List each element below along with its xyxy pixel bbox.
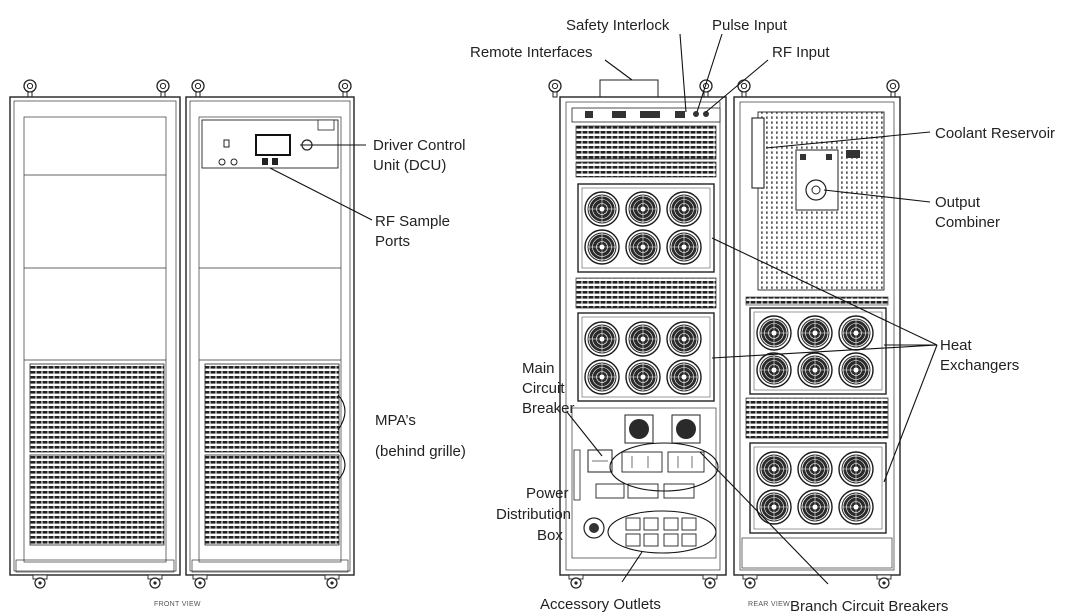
label-driver-control-2: Unit (DCU) bbox=[373, 157, 446, 174]
label-pdb-2: Distribution bbox=[496, 506, 571, 523]
lifting-eye-icon bbox=[886, 79, 900, 98]
fan-icon bbox=[625, 191, 661, 227]
label-rf-input: RF Input bbox=[772, 44, 830, 61]
fan-icon bbox=[797, 315, 833, 351]
caster-wheel-icon bbox=[324, 574, 340, 589]
fan-icon bbox=[584, 191, 620, 227]
fan-icon bbox=[797, 352, 833, 388]
fan-icon bbox=[797, 451, 833, 487]
label-output-combiner-1: Output bbox=[935, 194, 981, 211]
fan-icon bbox=[666, 191, 702, 227]
fan-icon bbox=[797, 489, 833, 525]
caption-front-view: FRONT VIEW bbox=[154, 601, 201, 608]
lifting-eye-icon bbox=[338, 79, 352, 98]
fan-icon bbox=[756, 352, 792, 388]
caster-wheel-icon bbox=[742, 574, 758, 589]
fan-icon bbox=[625, 229, 661, 265]
caption-rear-view: REAR VIEW bbox=[748, 601, 790, 608]
lifting-eye-icon bbox=[191, 79, 205, 98]
front-cabinet-right bbox=[185, 79, 355, 589]
fan-icon bbox=[666, 321, 702, 357]
caster-wheel-icon bbox=[702, 574, 718, 589]
label-pulse-input: Pulse Input bbox=[712, 17, 788, 34]
label-coolant-reservoir: Coolant Reservoir bbox=[935, 125, 1055, 142]
label-pdb-3: Box bbox=[537, 527, 563, 544]
fan-icon bbox=[666, 359, 702, 395]
outlet-icon bbox=[625, 517, 697, 547]
rear-cabinet-right bbox=[733, 79, 901, 589]
label-rf-sample-1: RF Sample bbox=[375, 213, 450, 230]
lifting-eye-icon bbox=[737, 79, 751, 98]
label-safety-interlock: Safety Interlock bbox=[566, 17, 670, 34]
caster-wheel-icon bbox=[147, 574, 163, 589]
fan-icon bbox=[838, 489, 874, 525]
label-accessory-outlets: Accessory Outlets bbox=[540, 596, 661, 613]
label-heat-exchangers-1: Heat bbox=[940, 337, 973, 354]
fan-icon bbox=[625, 359, 661, 395]
fan-icon bbox=[838, 315, 874, 351]
fan-icon bbox=[838, 451, 874, 487]
caster-wheel-icon bbox=[192, 574, 208, 589]
label-driver-control-1: Driver Control bbox=[373, 137, 466, 154]
fan-icon bbox=[584, 229, 620, 265]
label-branch-cb: Branch Circuit Breakers bbox=[790, 598, 948, 615]
label-rf-sample-2: Ports bbox=[375, 233, 410, 250]
label-output-combiner-2: Combiner bbox=[935, 214, 1000, 231]
fan-icon bbox=[584, 359, 620, 395]
label-remote-interfaces: Remote Interfaces bbox=[470, 44, 593, 61]
label-main-cb-1: Main bbox=[522, 360, 555, 377]
caster-wheel-icon bbox=[568, 574, 584, 589]
fan-icon bbox=[756, 489, 792, 525]
fan-icon bbox=[666, 229, 702, 265]
front-cabinet-left bbox=[9, 79, 181, 589]
lifting-eye-icon bbox=[548, 79, 562, 98]
rear-cabinet-left bbox=[548, 79, 727, 589]
lifting-eye-icon bbox=[23, 79, 37, 98]
lifting-eye-icon bbox=[156, 79, 170, 98]
label-heat-exchangers-2: Exchangers bbox=[940, 357, 1019, 374]
fan-icon bbox=[625, 321, 661, 357]
label-mpa-2: (behind grille) bbox=[375, 443, 466, 460]
label-mpa-1: MPA’s bbox=[375, 412, 416, 429]
leader-lines bbox=[269, 33, 938, 585]
label-main-cb-2: Circuit bbox=[522, 380, 565, 397]
caster-wheel-icon bbox=[876, 574, 892, 589]
fan-icon bbox=[838, 352, 874, 388]
fan-icon bbox=[584, 321, 620, 357]
caster-wheel-icon bbox=[32, 574, 48, 589]
fan-icon bbox=[756, 451, 792, 487]
fan-icon bbox=[756, 315, 792, 351]
label-pdb-1: Power bbox=[526, 485, 569, 502]
callout-labels: Safety Interlock Pulse Input Remote Inte… bbox=[154, 17, 1055, 615]
label-main-cb-3: Breaker bbox=[522, 400, 575, 417]
